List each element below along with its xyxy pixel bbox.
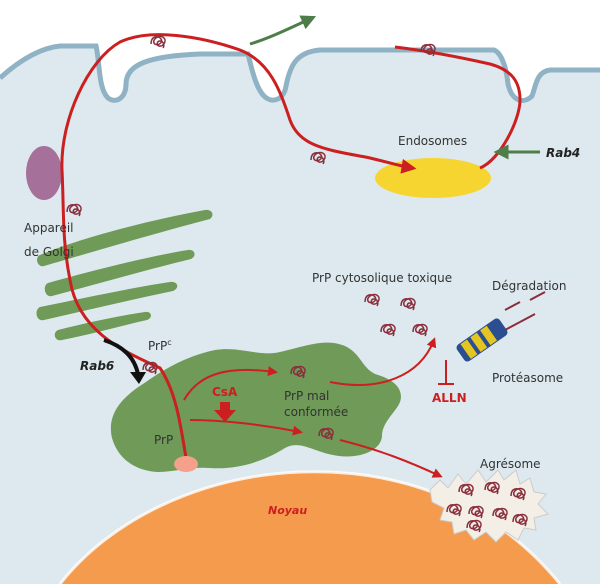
vesicle — [26, 146, 62, 200]
label-prp-mal-1: PrP mal — [284, 389, 329, 403]
label-alln: ALLN — [432, 391, 467, 405]
label-golgi-2: de Golgi — [24, 245, 74, 259]
ribosome — [174, 456, 198, 472]
arrow-to-misfolded-2 — [189, 419, 303, 436]
label-prpc: PrPc — [148, 338, 172, 353]
label-noyau: Noyau — [268, 504, 307, 517]
arrow-to-cytosolic — [329, 337, 437, 386]
label-rab6: Rab6 — [80, 359, 114, 373]
arrow-to-aggresome — [339, 439, 443, 478]
label-rab4: Rab4 — [546, 146, 580, 160]
label-prp: PrP — [154, 433, 173, 447]
rab6-arrowhead — [130, 372, 146, 384]
label-agresome: Agrésome — [480, 457, 541, 471]
label-prp-mal-2: conformée — [284, 405, 348, 419]
degradation-fragments — [504, 291, 546, 331]
label-proteasome: Protéasome — [492, 371, 563, 385]
csa-arrow — [214, 402, 236, 422]
label-golgi-1: Appareil — [24, 221, 74, 235]
label-endosomes: Endosomes — [398, 134, 467, 148]
plasma-membrane — [0, 43, 600, 103]
alln-inhibitor — [438, 360, 454, 385]
rab6-arrow — [103, 338, 140, 375]
arrow-to-misfolded — [183, 366, 278, 401]
label-prp-cytosolic: PrP cytosolique toxique — [312, 271, 452, 285]
label-csa: CsA — [212, 385, 238, 399]
proteasome — [456, 318, 508, 362]
golgi-apparatus — [36, 209, 213, 341]
label-degradation: Dégradation — [492, 279, 566, 293]
green-arrow-exocytosis — [249, 15, 317, 46]
